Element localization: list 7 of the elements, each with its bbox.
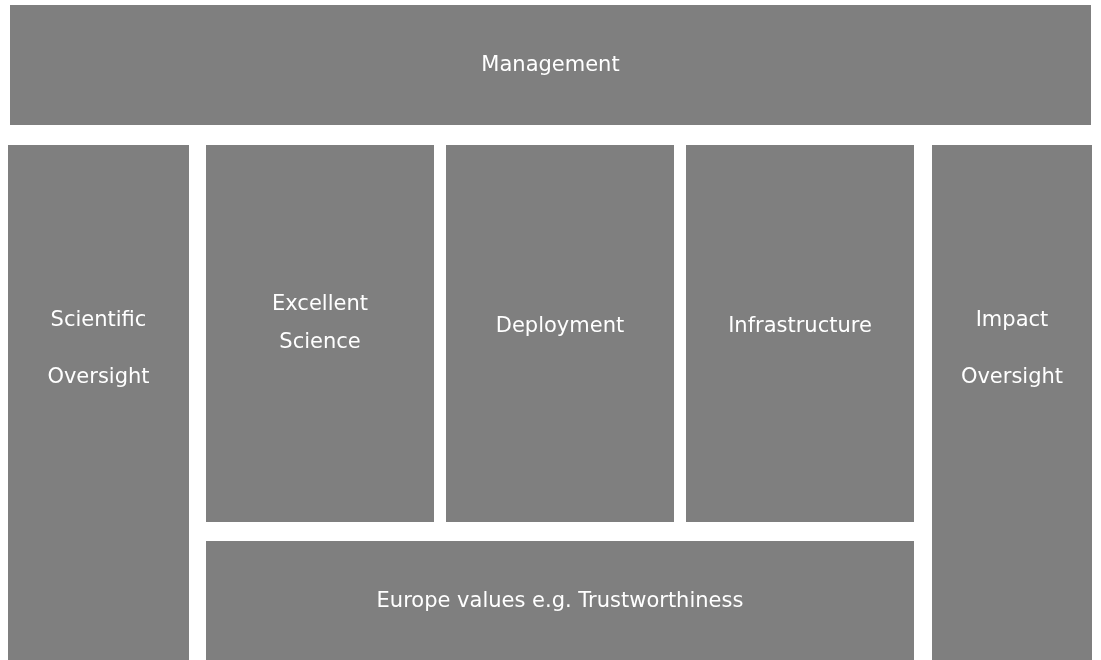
- category-block: Europe values e.g. Trustworthiness: [206, 541, 914, 660]
- category-block: Management: [10, 5, 1091, 125]
- category-block: Deployment: [446, 145, 674, 522]
- category-block: Excellent Science: [206, 145, 434, 522]
- category-block: Scientific Oversight: [8, 145, 189, 660]
- category-block: Impact Oversight: [932, 145, 1092, 660]
- category-block: Infrastructure: [686, 145, 914, 522]
